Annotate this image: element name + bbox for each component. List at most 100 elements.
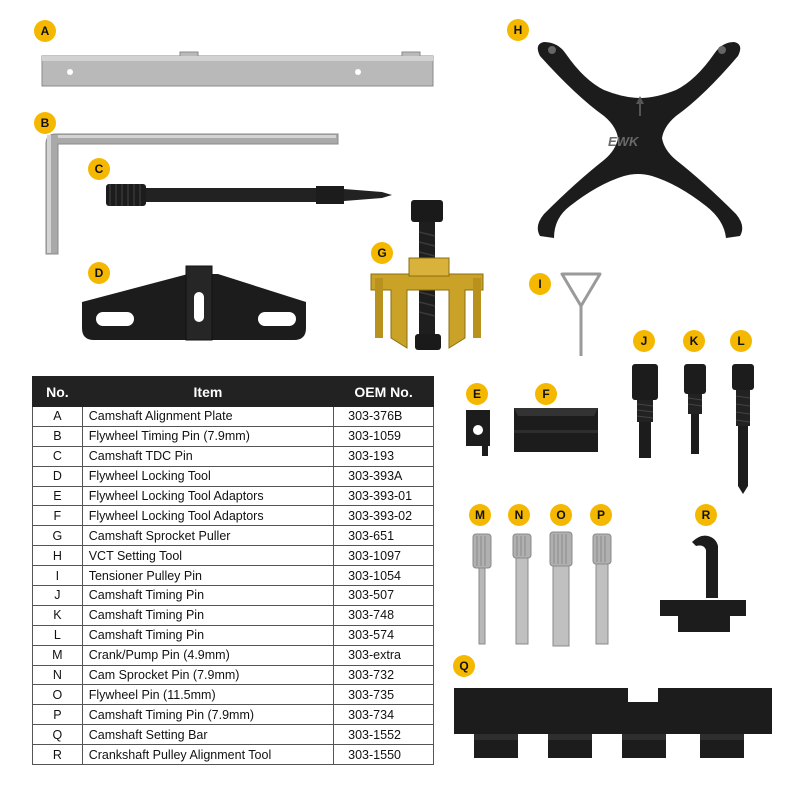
label-badge-l: L bbox=[730, 330, 752, 352]
row-no: R bbox=[32, 744, 83, 766]
row-item: Camshaft Timing Pin bbox=[81, 604, 335, 626]
camshaft-tdc-pin-image bbox=[106, 184, 392, 206]
cam-sprocket-pin-image bbox=[512, 533, 532, 645]
flywheel-locking-adaptor-e-image bbox=[466, 410, 490, 456]
row-oem: 303-748 bbox=[333, 604, 434, 626]
row-item: Flywheel Locking Tool bbox=[81, 465, 335, 487]
table-header-row: No. Item OEM No. bbox=[32, 376, 434, 407]
row-item: Flywheel Timing Pin (7.9mm) bbox=[81, 425, 335, 447]
label-badge-f: F bbox=[535, 383, 557, 405]
row-item: Camshaft Alignment Plate bbox=[81, 406, 335, 427]
row-no: D bbox=[32, 465, 83, 487]
label-badge-h: H bbox=[507, 19, 529, 41]
row-oem: 303-376B bbox=[333, 406, 434, 427]
row-no: L bbox=[32, 624, 83, 646]
row-no: J bbox=[32, 585, 83, 606]
row-oem: 303-393-01 bbox=[333, 485, 434, 507]
row-item: Camshaft Timing Pin bbox=[81, 624, 335, 646]
row-oem: 303-507 bbox=[333, 585, 434, 606]
row-oem: 303-651 bbox=[333, 525, 434, 547]
camshaft-timing-pin-p-image bbox=[592, 533, 612, 645]
header-item: Item bbox=[81, 376, 335, 407]
row-oem: 303-734 bbox=[333, 704, 434, 726]
tensioner-pulley-pin-image bbox=[560, 272, 602, 356]
row-oem: 303-574 bbox=[333, 624, 434, 646]
row-no: B bbox=[32, 425, 83, 447]
label-badge-p: P bbox=[590, 504, 612, 526]
camshaft-timing-pin-l-image bbox=[732, 364, 754, 494]
flywheel-timing-pin-image bbox=[45, 133, 339, 255]
row-no: G bbox=[32, 525, 83, 547]
row-oem: 303-732 bbox=[333, 664, 434, 686]
flywheel-locking-adaptor-f-image bbox=[514, 408, 598, 452]
label-badge-g: G bbox=[371, 242, 393, 264]
row-no: I bbox=[32, 565, 83, 587]
label-badge-b: B bbox=[34, 112, 56, 134]
label-badge-i: I bbox=[529, 273, 551, 295]
row-item: Camshaft Timing Pin (7.9mm) bbox=[81, 704, 335, 726]
label-badge-k: K bbox=[683, 330, 705, 352]
crank-pump-pin-image bbox=[472, 533, 492, 645]
row-oem: 303-393A bbox=[333, 465, 434, 487]
row-oem: 303-1059 bbox=[333, 425, 434, 447]
camshaft-timing-pin-k-image bbox=[684, 364, 706, 454]
row-no: Q bbox=[32, 724, 83, 746]
ewk-logo: EWK bbox=[608, 134, 639, 149]
row-oem: 303-extra bbox=[333, 644, 434, 666]
label-badge-q: Q bbox=[453, 655, 475, 677]
label-badge-m: M bbox=[469, 504, 491, 526]
row-item: VCT Setting Tool bbox=[81, 545, 335, 567]
row-item: Camshaft Sprocket Puller bbox=[81, 525, 335, 547]
row-oem: 303-1097 bbox=[333, 545, 434, 567]
label-badge-o: O bbox=[550, 504, 572, 526]
label-badge-j: J bbox=[633, 330, 655, 352]
row-no: M bbox=[32, 644, 83, 666]
row-no: F bbox=[32, 505, 83, 527]
flywheel-pin-image bbox=[549, 531, 573, 647]
label-badge-c: C bbox=[88, 158, 110, 180]
row-no: H bbox=[32, 545, 83, 567]
camshaft-alignment-plate-image bbox=[41, 51, 434, 87]
row-item: Cam Sprocket Pin (7.9mm) bbox=[81, 664, 335, 686]
flywheel-locking-tool-image bbox=[82, 265, 306, 341]
row-oem: 303-1552 bbox=[333, 724, 434, 746]
header-no: No. bbox=[32, 376, 83, 407]
row-item: Flywheel Locking Tool Adaptors bbox=[81, 505, 335, 527]
row-no: A bbox=[32, 406, 83, 427]
row-item: Flywheel Locking Tool Adaptors bbox=[81, 485, 335, 507]
header-oem: OEM No. bbox=[333, 376, 434, 407]
camshaft-timing-pin-j-image bbox=[632, 364, 658, 458]
label-badge-a: A bbox=[34, 20, 56, 42]
row-item: Crank/Pump Pin (4.9mm) bbox=[81, 644, 335, 666]
crankshaft-pulley-alignment-tool-image bbox=[660, 535, 746, 632]
row-item: Camshaft Setting Bar bbox=[81, 724, 335, 746]
row-oem: 303-393-02 bbox=[333, 505, 434, 527]
row-no: O bbox=[32, 684, 83, 706]
label-badge-d: D bbox=[88, 262, 110, 284]
row-oem: 303-735 bbox=[333, 684, 434, 706]
camshaft-sprocket-puller-image bbox=[370, 200, 484, 350]
row-no: N bbox=[32, 664, 83, 686]
label-badge-r: R bbox=[695, 504, 717, 526]
row-item: Camshaft TDC Pin bbox=[81, 445, 335, 467]
row-no: C bbox=[32, 445, 83, 467]
row-no: E bbox=[32, 485, 83, 507]
row-item: Crankshaft Pulley Alignment Tool bbox=[81, 744, 335, 766]
